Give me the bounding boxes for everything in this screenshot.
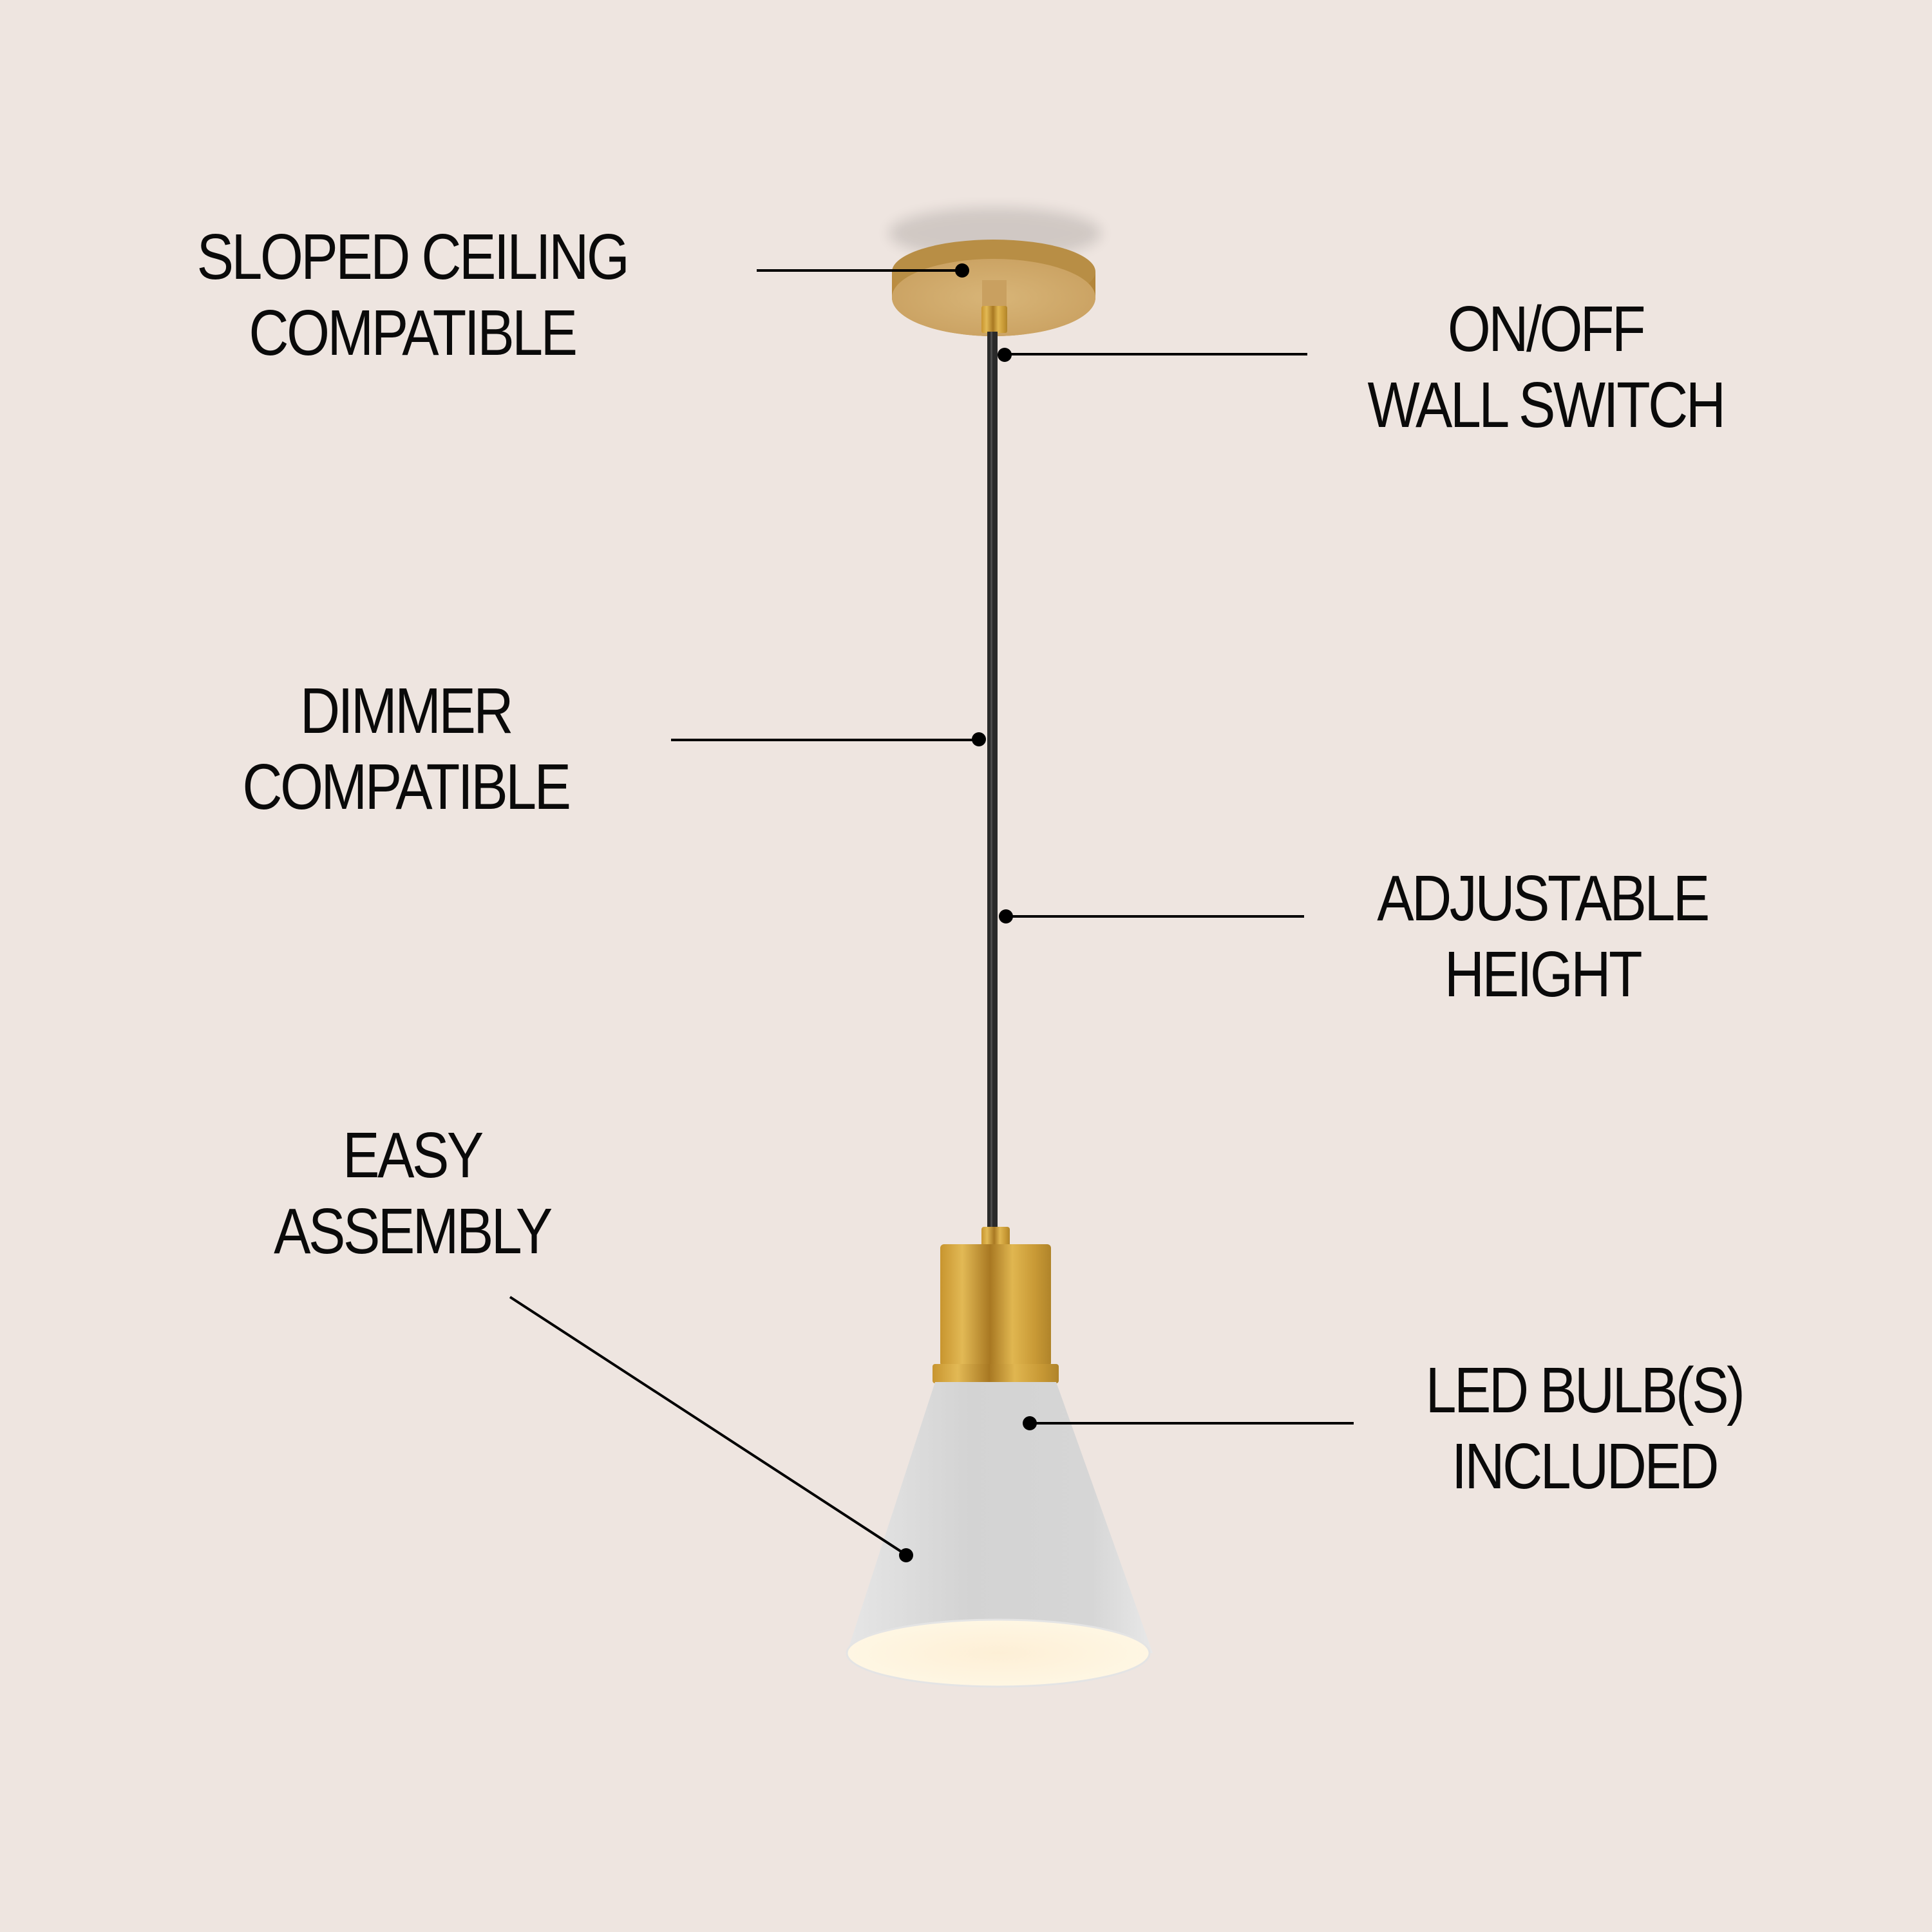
callout-line-1: ADJUSTABLE [1377,862,1710,934]
callout-line-2: COMPATIBLE [249,297,578,369]
callout-line-1: LED BULB(S) [1425,1354,1745,1426]
callout-on-off-switch: ON/OFF WALL SWITCH [1346,291,1745,443]
callout-easy-assembly: EASY ASSEMBLY [235,1117,589,1269]
callout-line-1: EASY [343,1119,484,1191]
callout-dots [899,263,1037,1562]
callout-line-2: ASSEMBLY [274,1195,553,1267]
callout-sloped-ceiling: SLOPED CEILING COMPATIBLE [180,219,645,371]
callout-line-1: DIMMER [299,675,514,747]
cone-shade [846,1382,1153,1688]
callout-led-bulbs: LED BULB(S) INCLUDED [1390,1352,1778,1504]
callout-line-2: INCLUDED [1451,1430,1719,1502]
callout-line-2: HEIGHT [1444,938,1643,1010]
callout-dimmer: DIMMER COMPATIBLE [212,673,600,825]
callout-line-1: ON/OFF [1447,293,1646,365]
ceiling-canopy [889,207,1101,336]
callout-lines [509,269,1354,1555]
callout-line-2: WALL SWITCH [1367,369,1725,441]
callout-adjustable-height: ADJUSTABLE HEIGHT [1340,860,1745,1012]
callout-line-1: SLOPED CEILING [196,221,630,293]
brass-socket [933,1227,1059,1383]
callout-line-2: COMPATIBLE [242,751,571,823]
